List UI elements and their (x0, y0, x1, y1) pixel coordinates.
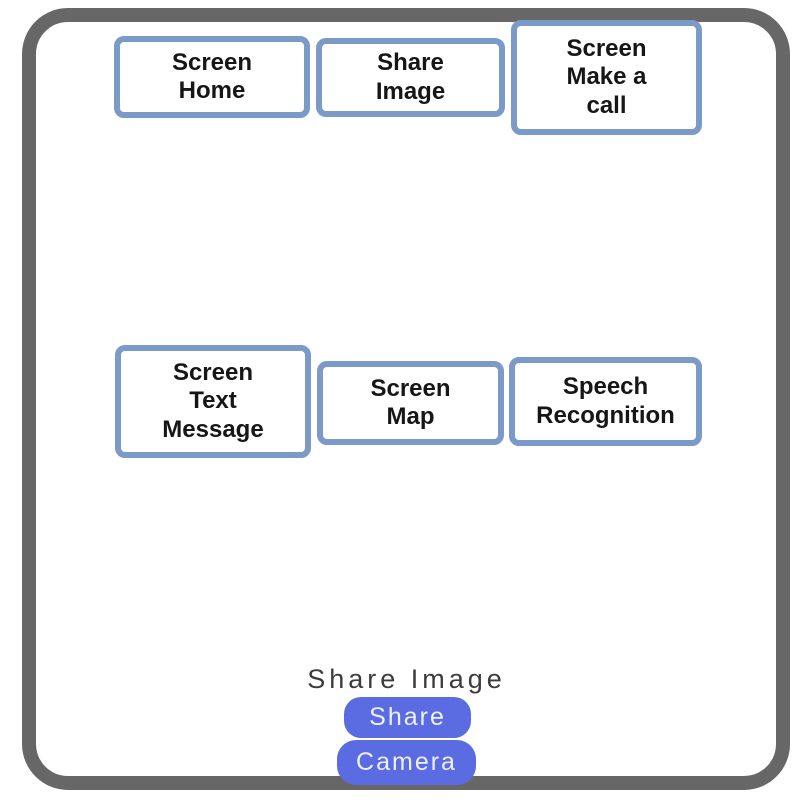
share-image-section-label: Share Image (307, 664, 506, 694)
button-screen-home[interactable]: Screen Home (114, 36, 310, 118)
button-screen-map[interactable]: Screen Map (317, 361, 504, 445)
button-speech-recognition[interactable]: Speech Recognition (509, 357, 702, 446)
button-share-image-screen[interactable]: Share Image (316, 38, 505, 117)
share-button[interactable]: Share (344, 697, 471, 738)
button-screen-make-a-call[interactable]: Screen Make a call (511, 20, 702, 135)
camera-button[interactable]: Camera (337, 740, 476, 785)
button-screen-text-message[interactable]: Screen Text Message (115, 345, 311, 458)
